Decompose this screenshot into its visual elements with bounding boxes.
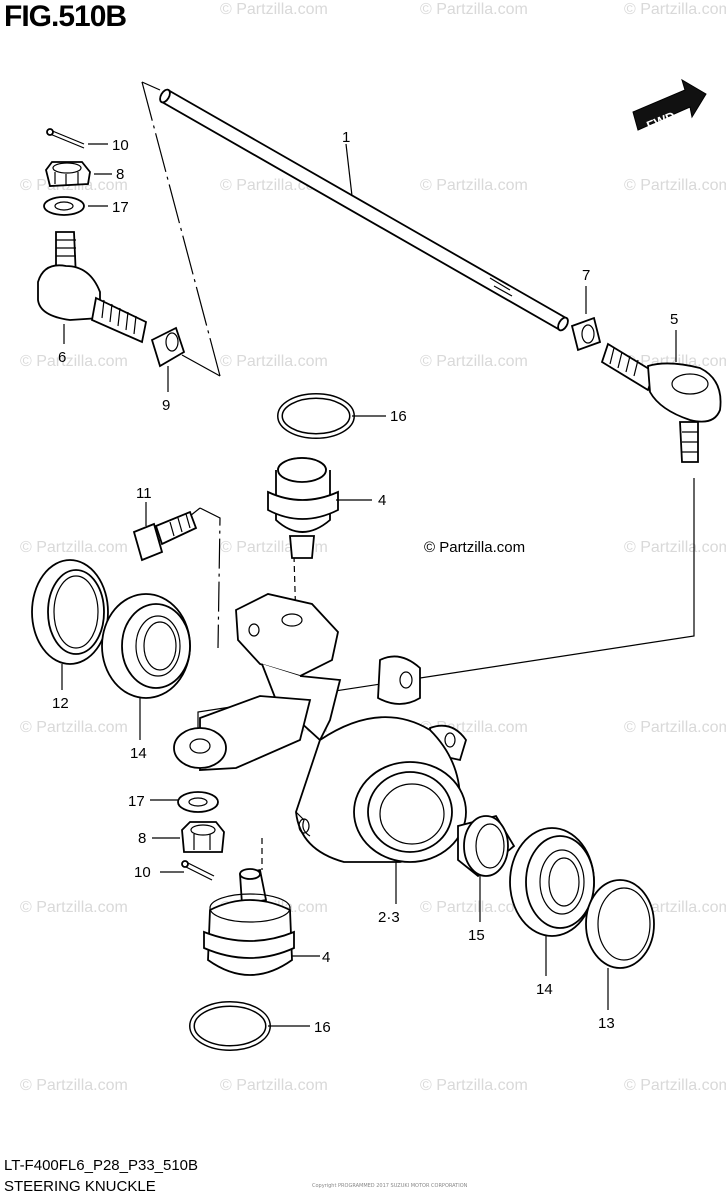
figure-title: FIG.510B [4,0,127,33]
callout-2-3: 2·3 [378,909,400,926]
watermark-main: © Partzilla.com [424,539,525,556]
watermark-text: © Partzilla.com [624,539,726,556]
circlip-top [277,393,355,439]
watermark-text: © Partzilla.com [624,1,726,18]
callout-8-top: 8 [116,166,124,183]
ball-joint-bottom [203,868,295,976]
watermark-text: © Partzilla.com [220,353,328,370]
callout-1: 1 [342,129,350,146]
oil-seal-right [585,879,655,969]
callout-12: 12 [52,695,69,712]
watermark-text: © Partzilla.com [624,1077,726,1094]
watermark-text: © Partzilla.com [420,1077,528,1094]
callout-10-top: 10 [112,137,129,154]
callout-11: 11 [136,485,152,502]
callout-4-bottom: 4 [322,949,330,966]
callout-4-top: 4 [378,492,386,509]
callout-8-bottom: 8 [138,830,146,847]
assembly-lines [141,81,695,870]
watermark-text: © Partzilla.com [220,1,328,18]
watermark-text: © Partzilla.com [20,719,128,736]
callout-17-top: 17 [112,199,129,216]
cotter-pin-bottom [181,860,215,881]
washer-top [43,196,85,216]
callout-17-bottom: 17 [128,793,145,810]
watermark-text: © Partzilla.com [20,899,128,916]
fwd-arrow-icon: FWD [632,78,707,133]
callout-16-top: 16 [390,408,407,425]
steering-knuckle [173,593,467,863]
cotter-pin-top [46,128,85,149]
callout-labels: 1 10 8 17 6 9 7 5 16 4 11 12 14 17 8 10 … [52,129,678,1036]
watermark-text: © Partzilla.com [20,1077,128,1094]
watermark-text: © Partzilla.com [220,1077,328,1094]
tie-rod-end-right [600,342,722,463]
callout-6: 6 [58,349,66,366]
leader-lines [61,143,677,1027]
watermark-text: © Partzilla.com [624,177,726,194]
bearing-left [101,593,191,699]
callout-16-bottom: 16 [314,1019,331,1036]
watermark-text: © Partzilla.com [420,177,528,194]
callout-9: 9 [162,397,170,414]
watermark-text: © Partzilla.com [20,539,128,556]
callout-10-bottom: 10 [134,864,151,881]
washer-bottom [177,791,219,813]
small-print: Copyright PROGRAMMED 2017 SUZUKI MOTOR C… [312,1183,468,1189]
watermark-text: © Partzilla.com [420,899,528,916]
callout-13: 13 [598,1015,615,1032]
tie-rod [159,88,569,332]
bolt [132,510,198,562]
circlip-bottom [189,1001,271,1051]
callout-15: 15 [468,927,485,944]
watermark-text: © Partzilla.com [420,353,528,370]
figure-code: LT-F400FL6_P28_P33_510B [4,1157,199,1174]
castle-nut-top [45,161,91,187]
watermark-text: © Partzilla.com [20,353,128,370]
tie-rod-end-left [37,231,148,344]
oil-seal-left [31,559,109,665]
figure-name: STEERING KNUCKLE [4,1178,156,1195]
callout-7: 7 [582,267,590,284]
watermark-text: © Partzilla.com [624,719,726,736]
bearing-right [509,827,595,937]
ball-joint-top [267,457,339,559]
callout-14-right: 14 [536,981,553,998]
spacer [457,814,516,878]
castle-nut-bottom [181,821,225,853]
watermark-text: © Partzilla.com [420,1,528,18]
bush [150,326,186,368]
callout-5: 5 [670,311,678,328]
callout-14-left: 14 [130,745,147,762]
bush-right [570,316,602,352]
